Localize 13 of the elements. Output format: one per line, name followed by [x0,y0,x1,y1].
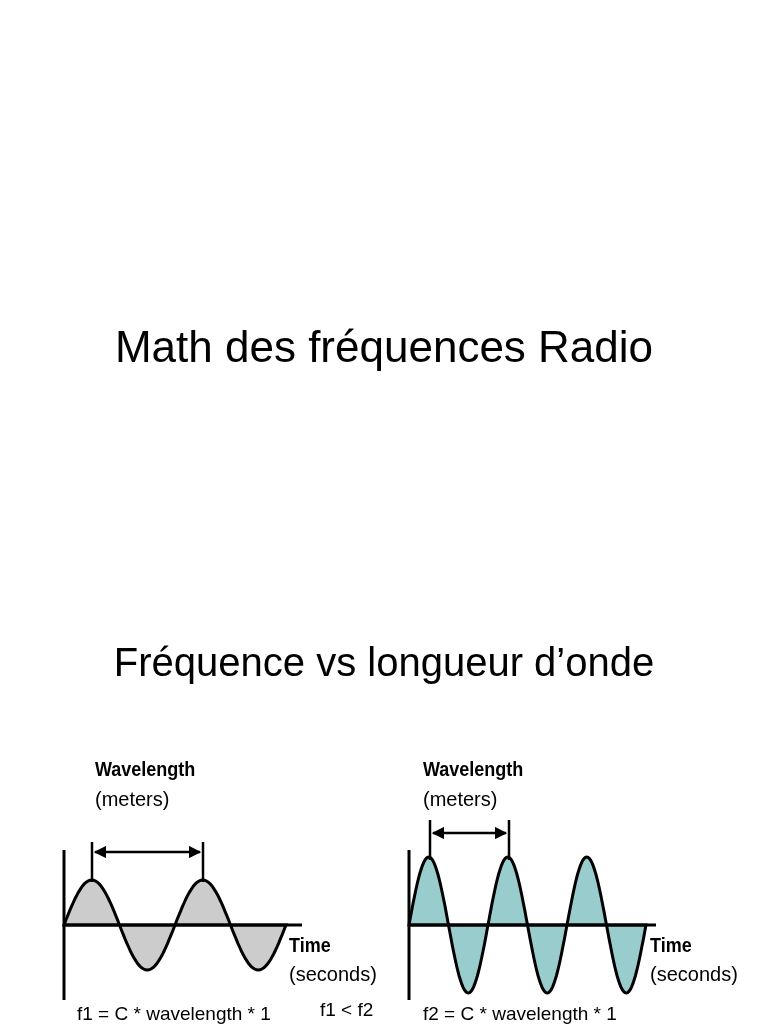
axis-title: Wavelength [423,758,524,781]
axis-title: Time [650,934,692,957]
axis-title: Wavelength [95,758,196,781]
axis-title: Time [289,934,331,957]
unit-label: (meters) [423,788,498,811]
comparison-text: f1 < f2 [320,999,374,1021]
formula-text: f1 = C * wavelength * 1 [77,1003,271,1024]
unit-label: (seconds) [650,963,738,986]
slide-title: Math des fréquences Radio [113,322,655,372]
unit-label: (meters) [95,788,170,811]
slide-heading: Fréquence vs longueur d’onde [112,640,656,685]
formula-text: f2 = C * wavelength * 1 [423,1003,617,1024]
unit-label: (seconds) [289,963,377,986]
